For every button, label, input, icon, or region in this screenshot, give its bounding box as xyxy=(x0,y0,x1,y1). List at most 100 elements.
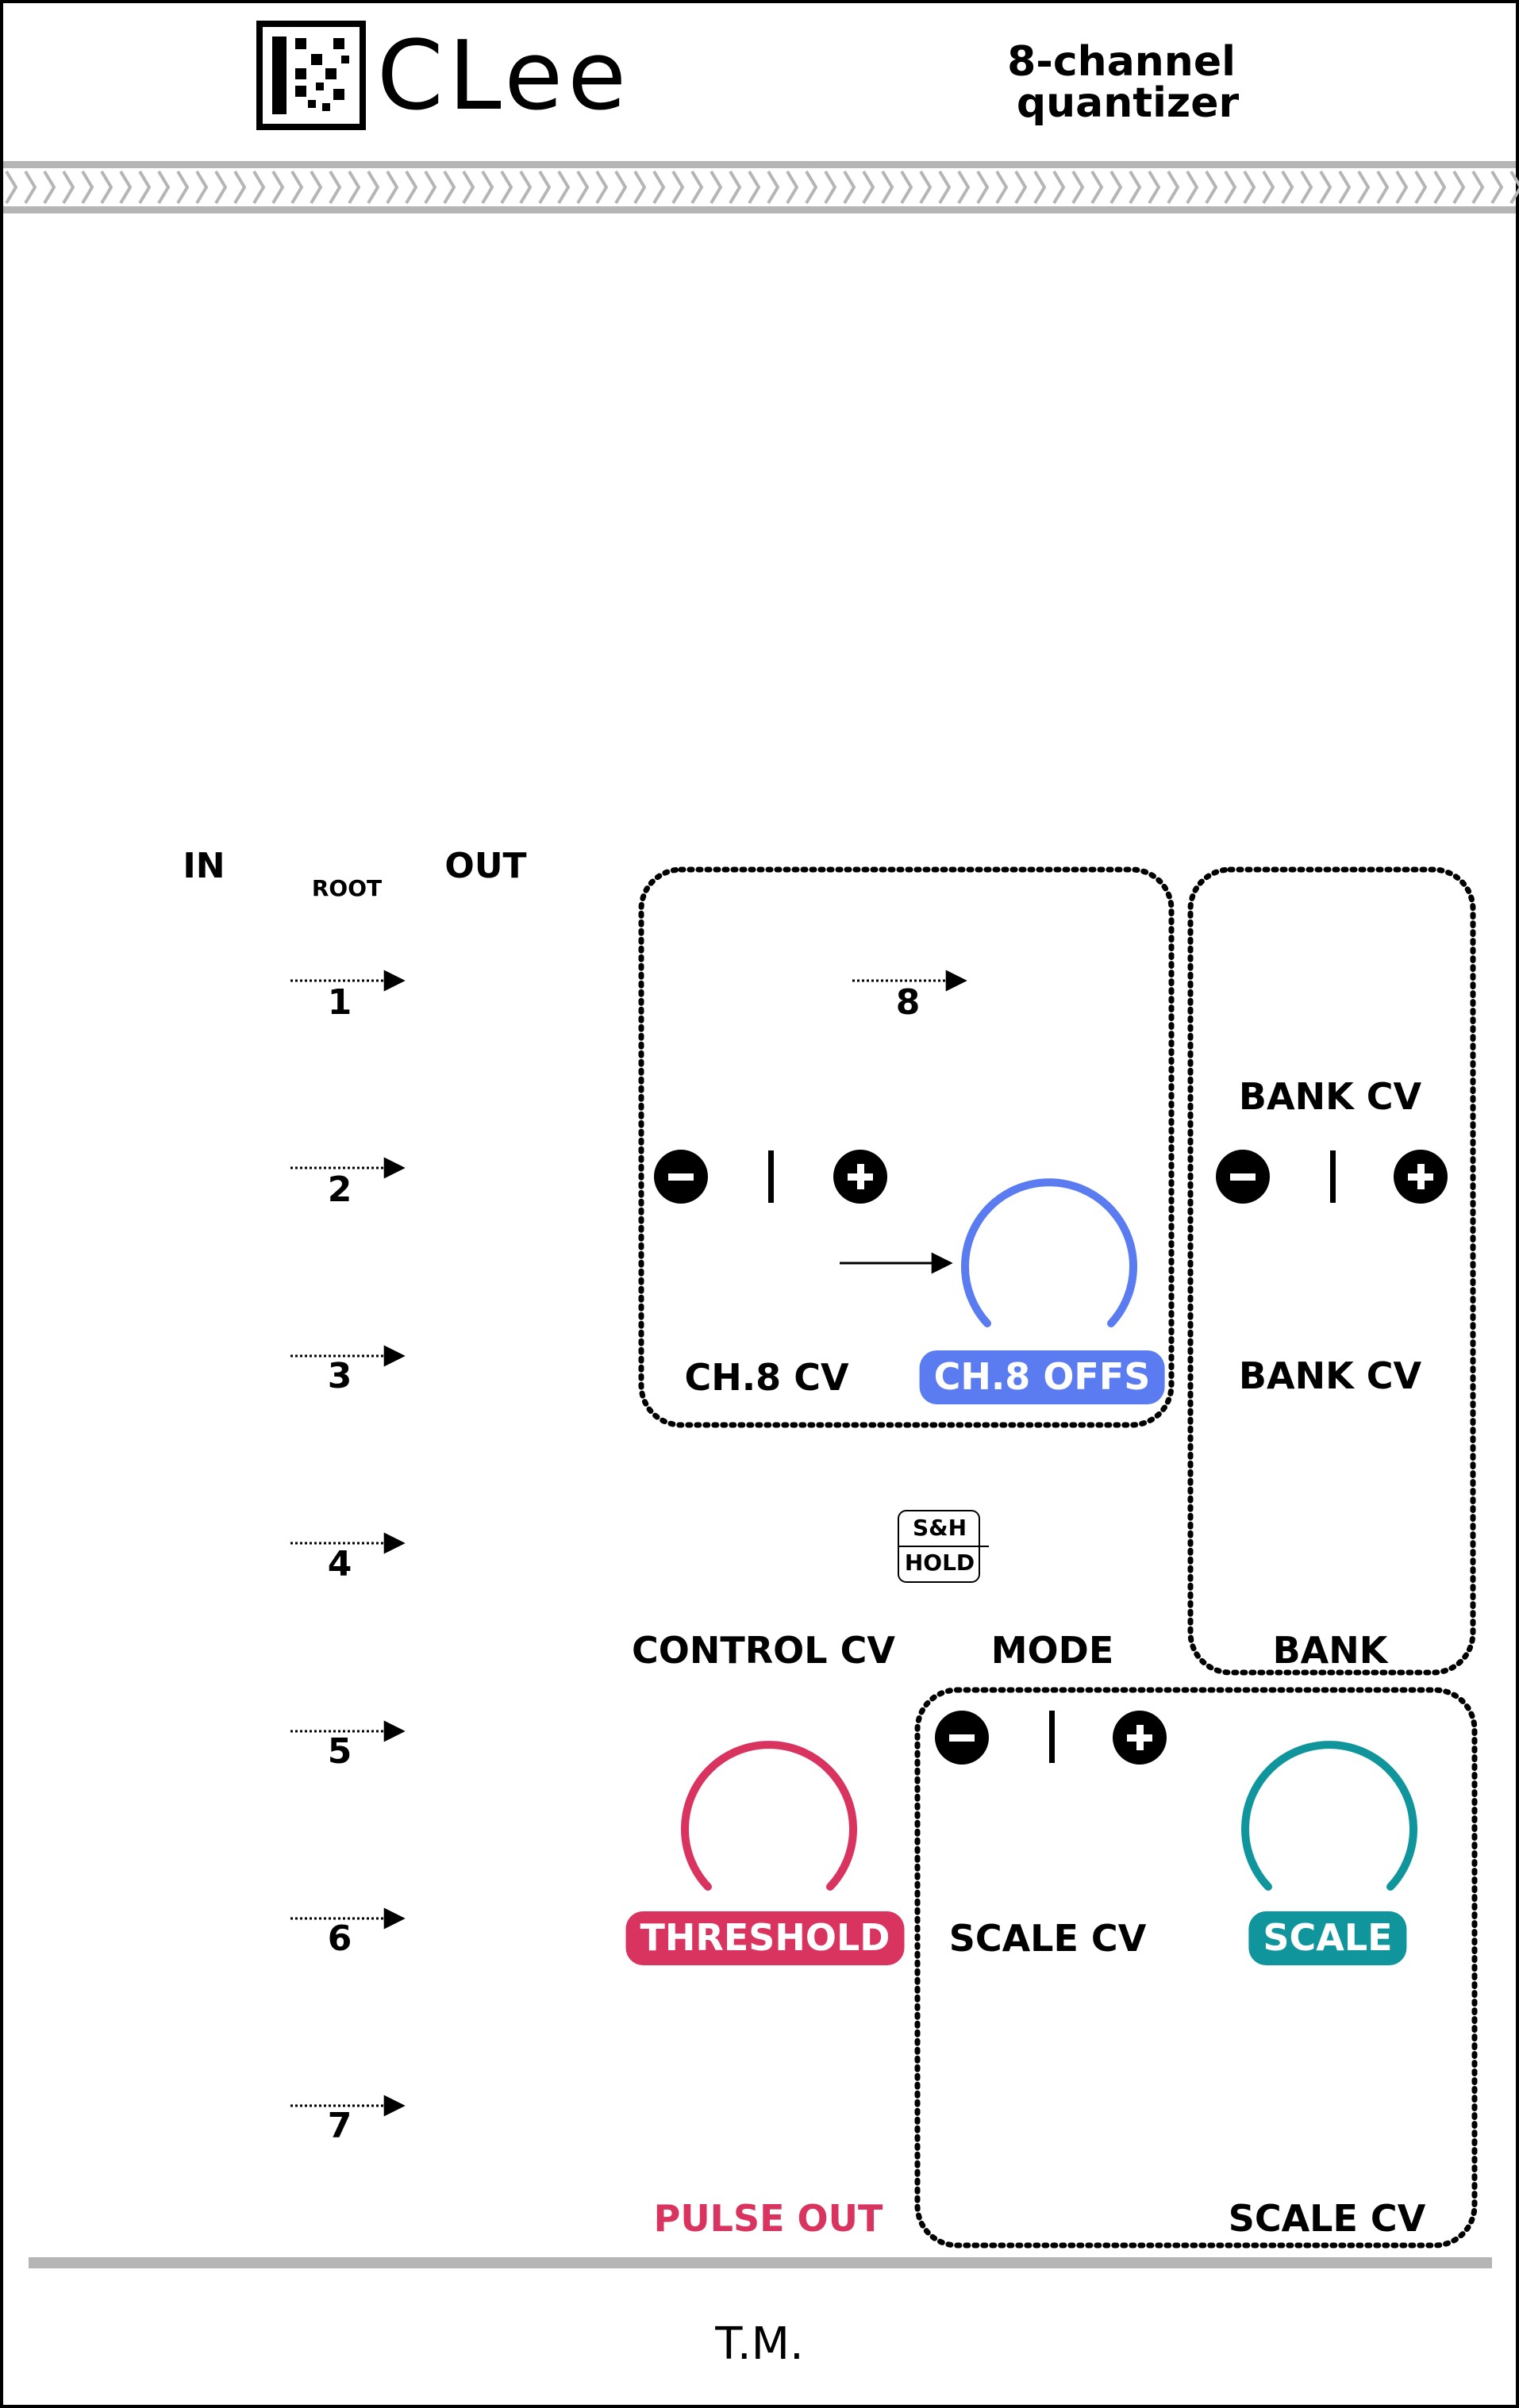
band-chevron xyxy=(919,170,933,205)
band-chevron xyxy=(1262,170,1275,205)
band-chevron xyxy=(1090,170,1104,205)
band-chevron xyxy=(1433,170,1447,205)
band-chevron xyxy=(805,170,818,205)
channel-1-label: 1 xyxy=(327,982,352,1023)
channel-2-label: 2 xyxy=(327,1169,352,1210)
band-chevron xyxy=(1357,170,1371,205)
bank-cv-label-top: BANK CV xyxy=(1238,1075,1422,1118)
band-chevron xyxy=(1319,170,1332,205)
band-chevron xyxy=(500,170,513,205)
band-chevron xyxy=(81,170,94,205)
band-chevron xyxy=(976,170,990,205)
mode-separator xyxy=(1049,1711,1055,1763)
band-chevron xyxy=(843,170,856,205)
band-chevron xyxy=(481,170,494,205)
bank-group-frame xyxy=(1187,866,1476,1676)
band-chevron xyxy=(1376,170,1390,205)
channel-5-label: 5 xyxy=(327,1731,352,1772)
band-chevron xyxy=(938,170,952,205)
band-chevron xyxy=(995,170,1009,205)
subtitle-line2: quantizer xyxy=(1016,79,1240,127)
band-chevron xyxy=(252,170,266,205)
control-cv-label: CONTROL CV xyxy=(632,1629,895,1672)
band-chevron xyxy=(1281,170,1294,205)
band-chevron xyxy=(138,170,152,205)
bank-separator xyxy=(1330,1150,1336,1203)
channel-6-label: 6 xyxy=(327,1918,352,1959)
band-chevron xyxy=(519,170,533,205)
band-chevron xyxy=(595,170,609,205)
band-chevron xyxy=(652,170,666,205)
minus-icon xyxy=(1216,1150,1270,1204)
band-chevron xyxy=(1509,170,1519,205)
band-chevron xyxy=(443,170,456,205)
band-chevron xyxy=(881,170,894,205)
band-chevron xyxy=(729,170,742,205)
scale-cv-label: SCALE CV xyxy=(948,1917,1147,1960)
out-column-label: OUT xyxy=(444,846,527,886)
band-chevron xyxy=(386,170,399,205)
band-chevron xyxy=(233,170,247,205)
footer-initials: T.M. xyxy=(715,2318,804,2370)
band-chevron xyxy=(957,170,971,205)
band-chevron xyxy=(633,170,647,205)
band-chevron xyxy=(671,170,685,205)
band-chevron xyxy=(1414,170,1428,205)
band-chevron xyxy=(424,170,437,205)
band-chevron xyxy=(538,170,552,205)
band-chevron xyxy=(1129,170,1142,205)
band-chevron xyxy=(5,170,18,205)
band-chevron xyxy=(1243,170,1256,205)
band-chevron xyxy=(1490,170,1504,205)
band-chevron xyxy=(1186,170,1199,205)
scale-knob-arc[interactable] xyxy=(1241,1741,1417,1891)
band-chevron xyxy=(767,170,780,205)
sh-switch-top-label: S&H xyxy=(912,1515,967,1541)
band-chevron xyxy=(1033,170,1047,205)
threshold-knob-label: THRESHOLD xyxy=(625,1911,905,1965)
band-chevron xyxy=(100,170,113,205)
band-chevron xyxy=(1071,170,1085,205)
band-chevron xyxy=(367,170,380,205)
band-chevron xyxy=(1452,170,1466,205)
ch8-separator xyxy=(768,1150,774,1203)
plus-icon xyxy=(1394,1150,1448,1204)
bank-cv-label-bottom: BANK CV xyxy=(1238,1354,1422,1397)
band-chevron xyxy=(195,170,209,205)
band-chevron xyxy=(119,170,133,205)
sh-switch[interactable] xyxy=(898,1510,989,1583)
band-chevron xyxy=(900,170,913,205)
scale-group-frame xyxy=(914,1687,1478,2249)
band-chevron xyxy=(290,170,304,205)
sh-switch-bottom-label: HOLD xyxy=(904,1550,975,1576)
band-chevron xyxy=(557,170,571,205)
band-chevron xyxy=(824,170,837,205)
band-chevron xyxy=(1014,170,1028,205)
in-column-label: IN xyxy=(183,846,225,886)
band-chevron xyxy=(176,170,190,205)
band-chevron xyxy=(24,170,37,205)
band-chevron xyxy=(62,170,75,205)
band-chevron xyxy=(1224,170,1237,205)
ch8-offs-knob-arc[interactable] xyxy=(961,1178,1137,1327)
band-chevron xyxy=(1052,170,1066,205)
footer-bar xyxy=(29,2257,1492,2268)
band-chevron xyxy=(862,170,875,205)
scale-knob-label: SCALE xyxy=(1248,1911,1407,1965)
band-chevron xyxy=(462,170,475,205)
bank-label: BANK xyxy=(1272,1629,1388,1672)
band-chevron xyxy=(786,170,799,205)
threshold-knob-arc[interactable] xyxy=(681,1741,857,1891)
band-chevron xyxy=(614,170,628,205)
ch8-group-frame xyxy=(638,866,1175,1428)
plus-icon xyxy=(833,1150,887,1204)
ch8-cv-label: CH.8 CV xyxy=(684,1356,849,1399)
band-chevron xyxy=(748,170,761,205)
band-chevron xyxy=(576,170,590,205)
band-chevron xyxy=(310,170,323,205)
channel-4-label: 4 xyxy=(327,1544,352,1584)
band-chevron xyxy=(1300,170,1313,205)
ch8-offs-knob-label: CH.8 OFFS xyxy=(919,1350,1165,1404)
